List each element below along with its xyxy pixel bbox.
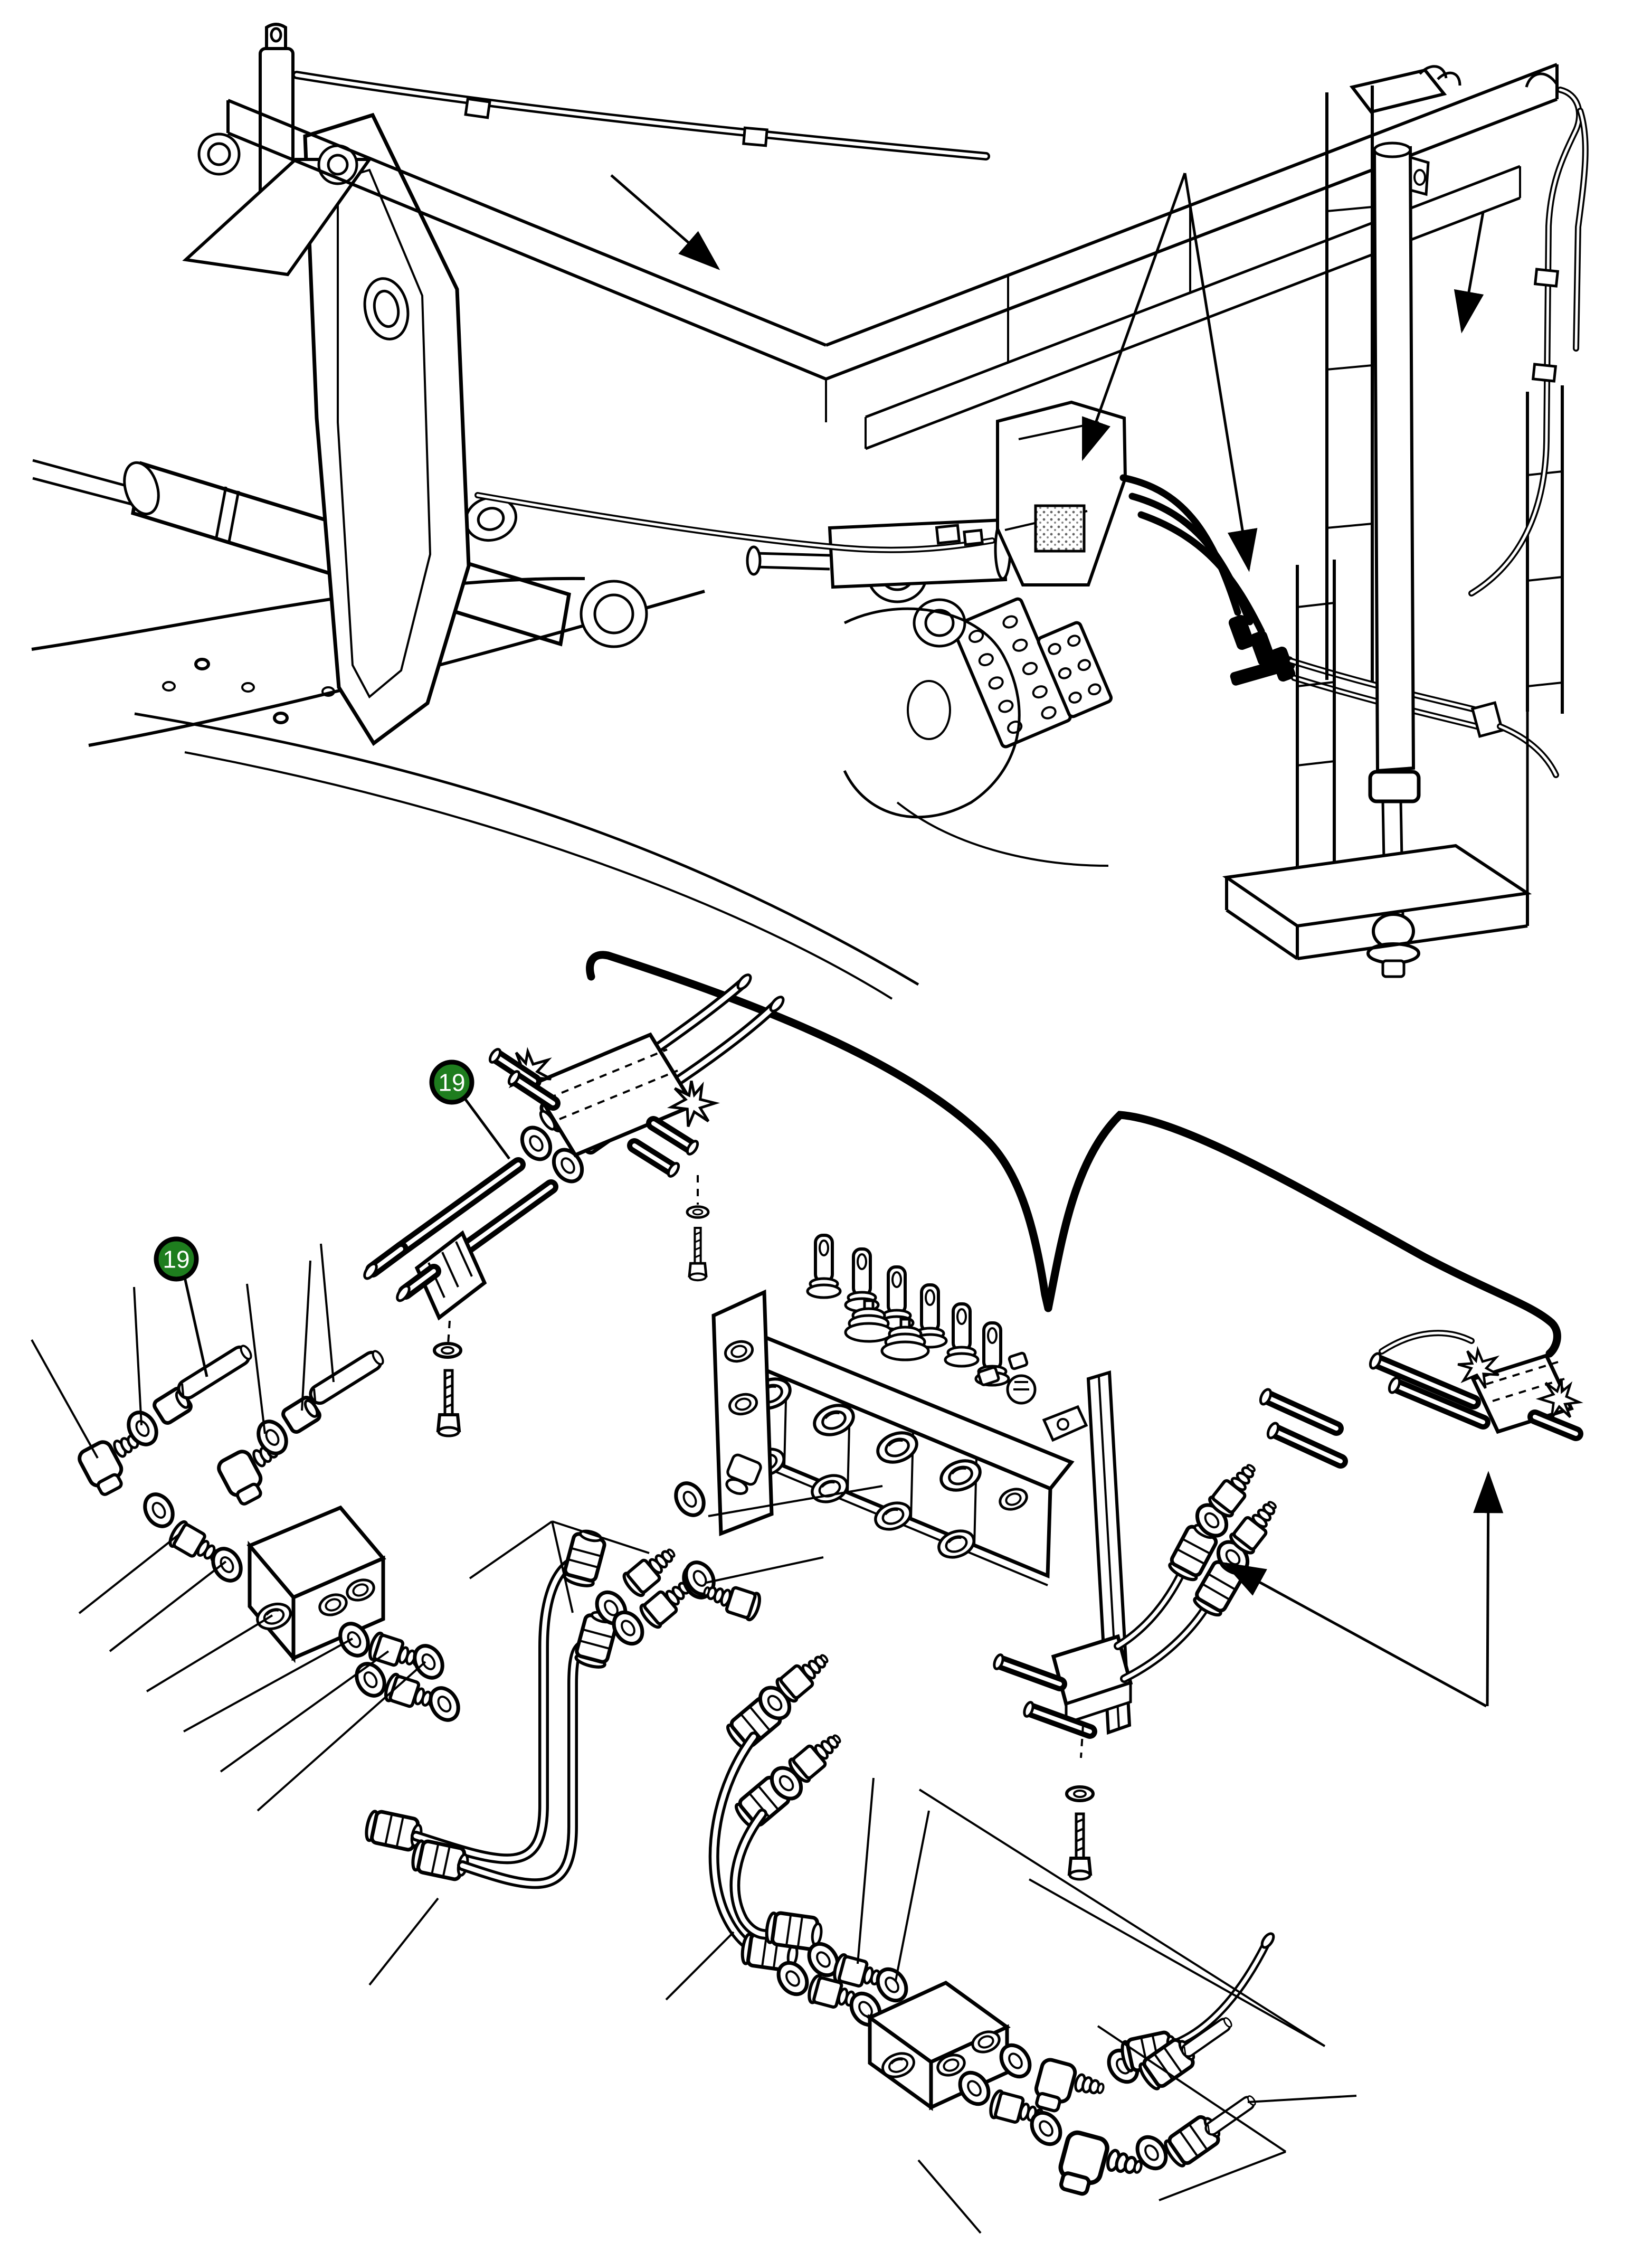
- swing-casting: [843, 607, 1109, 867]
- arrow-layer: [610, 173, 1504, 1708]
- boom-arm: [31, 496, 919, 1000]
- valve-spools: [808, 1235, 1009, 1385]
- swing-cylinder-horizontal: [746, 518, 1012, 589]
- callout-badge-circle[interactable]: [154, 1236, 199, 1282]
- bottom-fitting-chain: [665, 1647, 1357, 2234]
- chassis-frame-rails: [226, 63, 1559, 450]
- callout-badge-circle[interactable]: [429, 1059, 474, 1105]
- stabilizer-cylinder: [1372, 146, 1416, 773]
- junction-block-left: [246, 1505, 386, 1663]
- valve-leader-lines: [469, 1485, 883, 1613]
- left-leader-lines: [31, 1243, 439, 1986]
- junction-block-bottom: [866, 1980, 1011, 2111]
- callout-19-upper[interactable]: 19: [429, 1059, 511, 1160]
- hose-run-top: [292, 71, 990, 160]
- callout-leader-line: [463, 1097, 511, 1160]
- valve-end-cap: [711, 1289, 774, 1537]
- callout-leader-line: [183, 1277, 208, 1377]
- quick-coupler-block: [1034, 504, 1086, 553]
- elbow-hose-block: [1228, 614, 1296, 686]
- valve-bracket-assembly: [996, 400, 1559, 778]
- boom-cylinder: [32, 459, 571, 647]
- callout-19-left[interactable]: 19: [154, 1236, 208, 1377]
- valve-right-end: [977, 1351, 1088, 1442]
- boom-cylinder-arrow-icon: [610, 174, 720, 270]
- stabilizer-hose: [1468, 72, 1589, 597]
- hose-clamp-plate-left: [414, 1230, 487, 1321]
- perforated-plate-small: [1037, 621, 1113, 718]
- tube-clamp-with-breaks: [488, 1032, 723, 1280]
- right-clamp-bar-assembly: [993, 1370, 1284, 1879]
- stabilizer-foot-pad: [1222, 844, 1532, 960]
- stabilizer-hose-arrow-icon: [1454, 212, 1485, 334]
- clamp-plate-arrow-icon: [1473, 1471, 1504, 1707]
- valve-bracket-arrow-right-icon: [1183, 173, 1258, 572]
- control-valve-bank: [469, 1235, 1088, 1621]
- bottom-leader-lines: [665, 1777, 1357, 2234]
- machine-rear-frame-illustration: [31, 23, 1589, 1000]
- coupler-fitting-arrow-icon: [1222, 1562, 1487, 1708]
- stabilizer-right-assembly: [1222, 65, 1589, 978]
- left-fitting-cluster: [31, 1243, 698, 1986]
- callout-number-label: 19: [438, 1069, 465, 1096]
- hose-run-mid: [474, 492, 995, 553]
- kingpost-frame: [182, 23, 471, 746]
- u-hoses: [364, 1528, 698, 1889]
- callout-number-label: 19: [163, 1246, 189, 1273]
- far-right-clamp-plate: [1259, 1330, 1586, 1469]
- section-brace: [586, 951, 1561, 1358]
- valve-bracket-arrow-left-icon: [1081, 173, 1186, 461]
